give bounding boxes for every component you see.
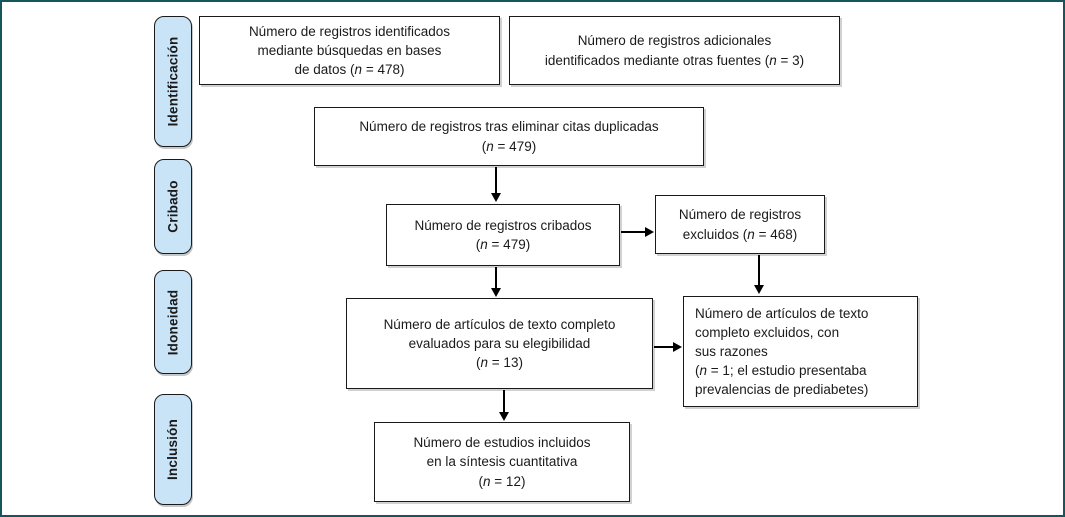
arrow-screened-to-fulltext <box>495 267 497 288</box>
stage-inclusion: Inclusión <box>154 394 192 505</box>
stage-label: Identificación <box>165 36 181 127</box>
stage-identificacion: Identificación <box>154 16 192 147</box>
arrow-screened-to-excluded <box>621 231 645 233</box>
box-text: Número de registros cribados(n = 479) <box>414 217 592 252</box>
arrow-fulltext-to-excluded-reasons <box>654 346 673 348</box>
stage-label: Inclusión <box>165 418 181 481</box>
stage-label: Cribado <box>165 180 181 233</box>
box-text: Número de registros tras eliminar citas … <box>359 119 659 154</box>
stage-label: Idoneidad <box>165 289 181 355</box>
arrow-fulltext-to-included <box>503 390 505 412</box>
stage-cribado: Cribado <box>154 159 192 254</box>
box-records-screened: Número de registros cribados(n = 479) <box>386 204 620 266</box>
arrow-excluded-to-fulltext-excluded <box>758 255 760 285</box>
box-records-after-duplicates: Número de registros tras eliminar citas … <box>314 107 704 166</box>
arrow-duplicates-to-screened <box>495 167 497 193</box>
stage-idoneidad: Idoneidad <box>154 270 192 374</box>
